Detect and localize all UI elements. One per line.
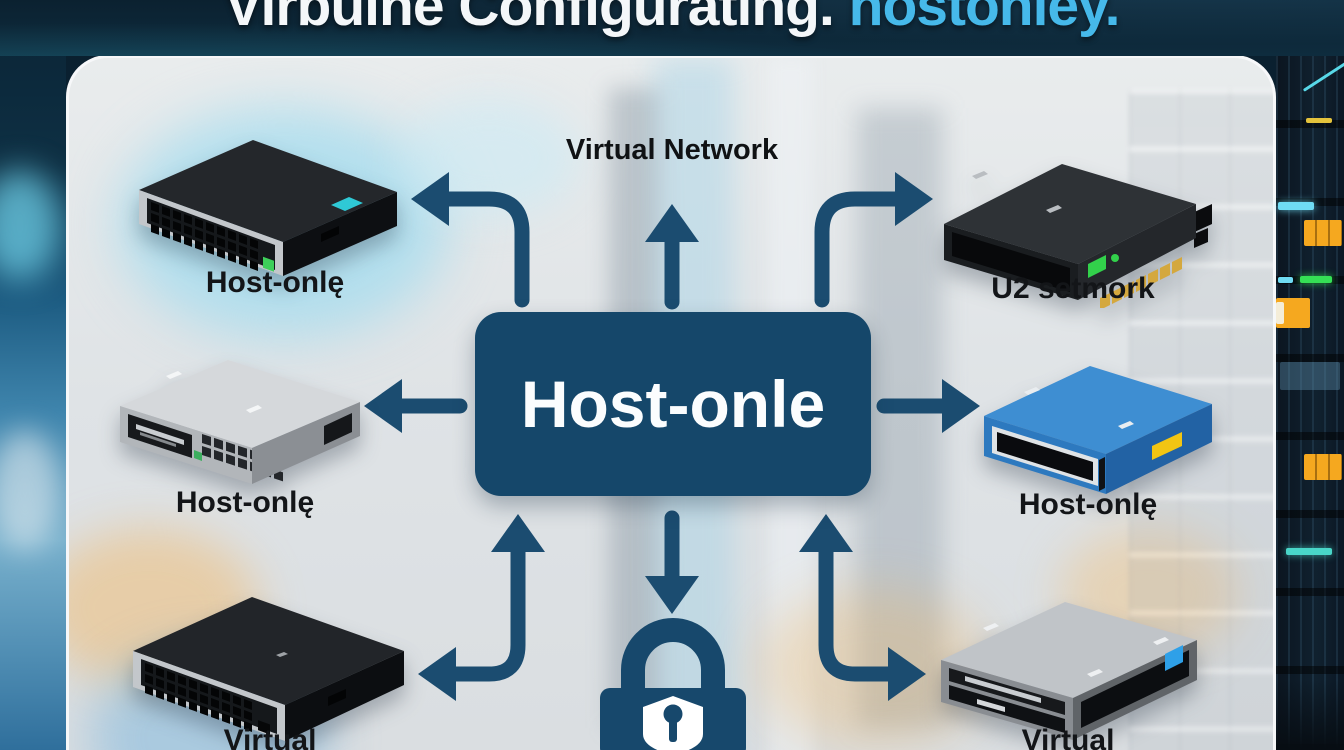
rack-led bbox=[1280, 362, 1340, 390]
rack-led bbox=[1306, 118, 1332, 123]
rack-led bbox=[1300, 276, 1332, 283]
virtual-network-label: Virtual Network bbox=[565, 134, 779, 166]
rack-led bbox=[1304, 220, 1342, 246]
silver-network-appliance-icon bbox=[120, 360, 360, 484]
title-part-2: hostonley. bbox=[848, 0, 1121, 38]
rack-led bbox=[1286, 548, 1332, 555]
poster-title: Virbuine Configurating. hostonley. bbox=[0, 0, 1344, 38]
background-left-strip bbox=[0, 0, 66, 750]
rack-led bbox=[1278, 277, 1293, 283]
rack-led bbox=[1302, 51, 1344, 92]
device-label-mid-right: Host-onlę bbox=[1018, 488, 1158, 521]
host-only-center-box: Host-onle bbox=[475, 312, 871, 496]
server-rack-strip bbox=[1276, 50, 1344, 750]
status-led bbox=[331, 197, 363, 211]
device-label-top-right: U2 setmork bbox=[991, 272, 1155, 305]
rack-led bbox=[1304, 454, 1342, 480]
black-network-switch-icon bbox=[139, 140, 397, 276]
background-glow bbox=[0, 430, 60, 550]
device-label-mid-left: Host-onlę bbox=[175, 486, 315, 519]
status-led bbox=[1165, 645, 1183, 671]
device-label-top-left: Host-onlę bbox=[205, 266, 345, 299]
gray-drive-enclosure-icon bbox=[941, 602, 1197, 740]
title-part-1: Virbuine Configurating. bbox=[224, 0, 835, 38]
rack-led bbox=[1278, 202, 1314, 210]
status-led bbox=[1088, 255, 1106, 278]
device-label-bottom-right: Virtual bbox=[1021, 724, 1115, 750]
status-led bbox=[194, 450, 202, 461]
black-network-switch-icon bbox=[133, 597, 404, 741]
center-box-label: Host-onle bbox=[520, 367, 826, 441]
header: Virbuine Configurating. hostonley. bbox=[0, 0, 1344, 56]
rack-led bbox=[1276, 302, 1284, 324]
network-interface-card-icon bbox=[944, 164, 1212, 308]
device-label-bottom-left: Virtual bbox=[223, 724, 317, 750]
background-glow bbox=[0, 170, 60, 280]
blue-drive-enclosure-icon bbox=[984, 366, 1212, 494]
label-sticker bbox=[1152, 432, 1182, 460]
connector-pins bbox=[1100, 257, 1182, 308]
